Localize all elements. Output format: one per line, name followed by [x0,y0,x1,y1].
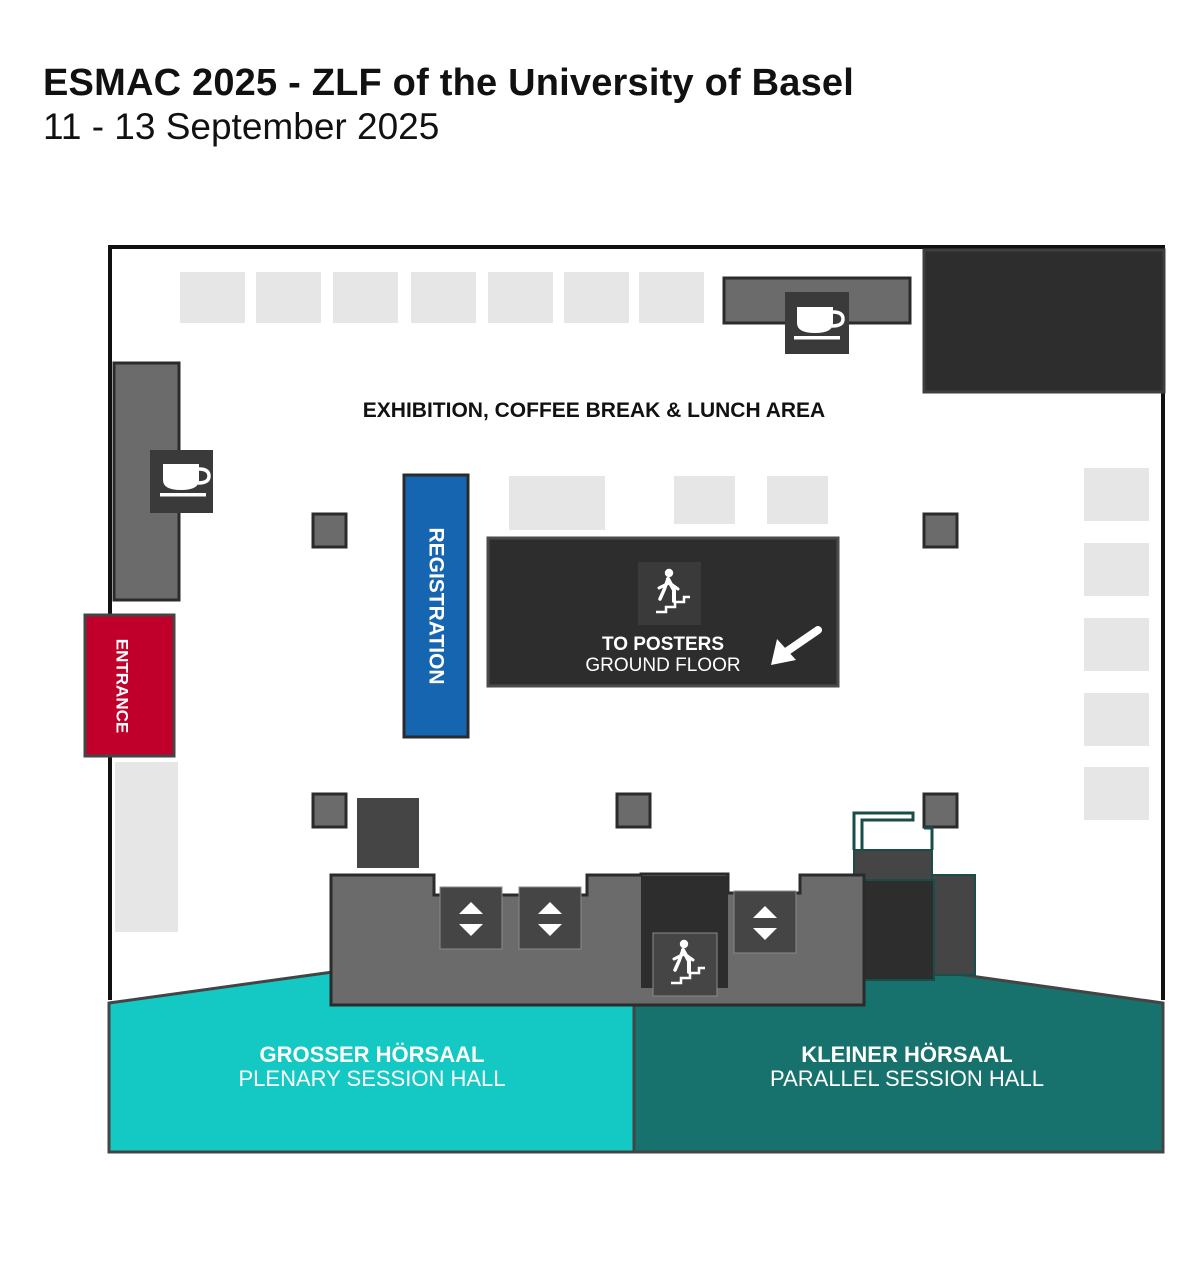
parallel-hall-name: KLEINER HÖRSAAL [801,1042,1012,1067]
registration-label: REGISTRATION [425,527,448,684]
booth-left-lower [115,762,178,932]
event-dates: 11 - 13 September 2025 [43,106,440,147]
arrow-down-left-icon [771,626,822,665]
booth-column-right [1084,468,1149,820]
posters-floor-label: GROUND FLOOR [585,655,740,676]
service-room-top-right [922,248,1166,394]
page-title: ESMAC 2025 - ZLF of the University of Ba… [43,62,854,104]
stair-structure-right [852,811,976,981]
entrance-label: ENTRANCE [113,639,132,733]
storage-block [357,798,419,868]
pillars [311,512,959,829]
booth-row-center [509,476,828,530]
plenary-hall-name: GROSSER HÖRSAAL [260,1042,485,1067]
posters-label: TO POSTERS [602,634,724,655]
booth-row-top [180,272,704,323]
entrance-door[interactable] [83,613,176,758]
registration-desk[interactable] [402,473,470,739]
parallel-hall-description: PARALLEL SESSION HALL [770,1066,1044,1091]
exhibition-area-label: EXHIBITION, COFFEE BREAK & LUNCH AREA [363,399,825,422]
plenary-hall-description: PLENARY SESSION HALL [239,1066,506,1091]
